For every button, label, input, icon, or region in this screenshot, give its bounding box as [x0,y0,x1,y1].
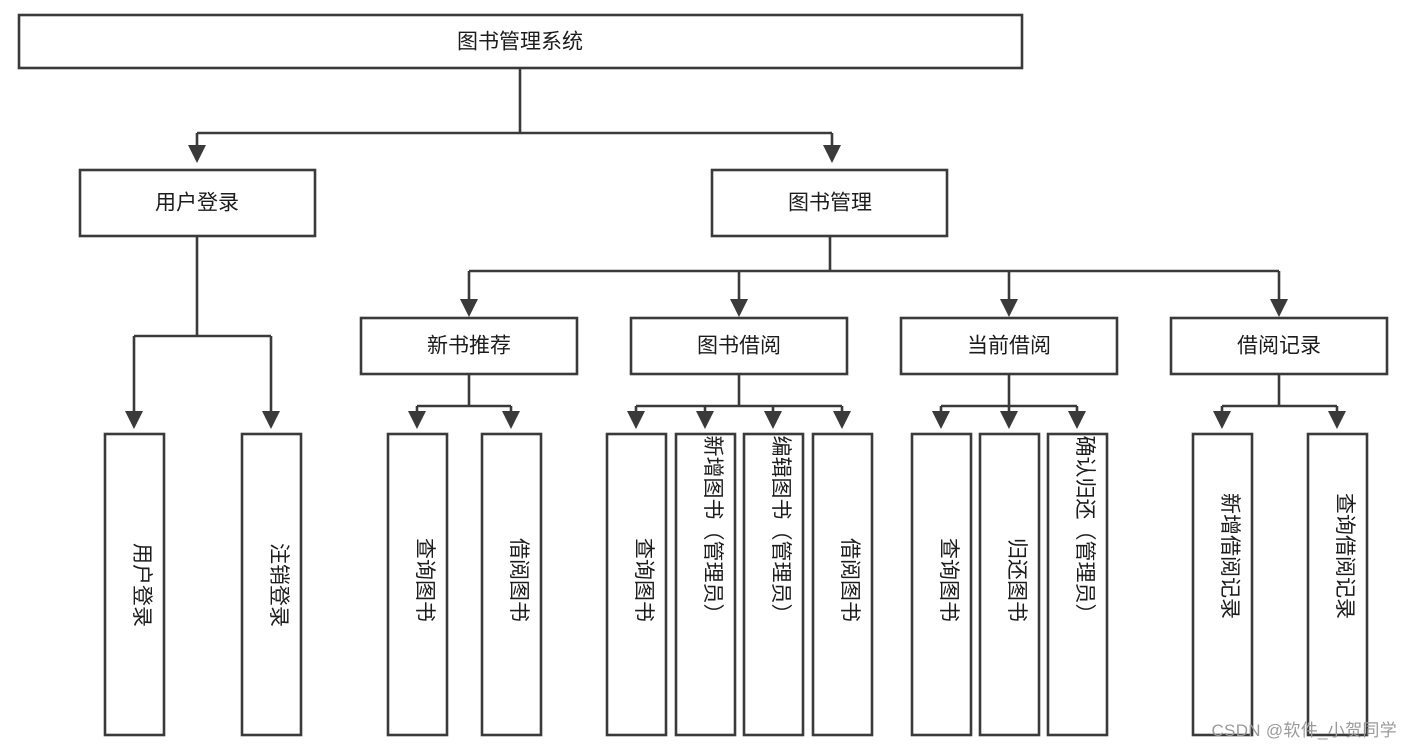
leaf-current-borrow-1-label: 归还图书 [1005,538,1028,622]
node-root-box[interactable] [17,13,1024,70]
leaf-new-book-0-label: 查询图书 [413,538,436,622]
node-current-borrow-label: 当前借阅 [967,335,1051,358]
leaf-node-book-borrow-2[interactable]: 编辑图书（管理员） [742,432,805,737]
node-new-book-recommend-label: 新书推荐 [427,335,511,358]
leaf-user-login-0-box[interactable] [103,432,166,737]
node-root-book-management-system[interactable]: 图书管理系统 [17,13,1024,70]
node-user-login[interactable]: 用户登录 [78,168,317,238]
leaf-user-login-1-box[interactable] [240,432,303,737]
leaf-node-current-borrow-0[interactable]: 查询图书 [910,432,973,737]
leaf-new-book-1-label: 借阅图书 [507,538,530,622]
leaf-book-borrow-0-box[interactable] [605,432,668,737]
leaf-new-book-1-box[interactable] [480,432,543,737]
leaf-node-user-login-1[interactable]: 注销登录 [240,432,303,737]
node-user-login-label: 用户登录 [155,192,239,215]
leaf-current-borrow-1-box[interactable] [978,432,1041,737]
node-book-borrow-label: 图书借阅 [697,335,781,358]
node-root-label: 图书管理系统 [457,31,583,54]
leaf-current-borrow-0-box[interactable] [910,432,973,737]
node-borrow-record-label: 借阅记录 [1237,335,1321,358]
leaf-current-borrow-2-label: 确认归还（管理员） [1073,436,1096,625]
leaf-node-new-book-1[interactable]: 借阅图书 [480,432,543,737]
leaf-borrow-record-1-label: 查询借阅记录 [1333,493,1356,619]
node-new-book-recommend-box[interactable] [359,316,579,376]
leaf-new-book-0-box[interactable] [386,432,449,737]
node-book-management-label: 图书管理 [788,192,872,215]
leaf-current-borrow-0-label: 查询图书 [937,538,960,622]
leaf-book-borrow-2-label: 编辑图书（管理员） [769,436,792,625]
leaf-book-borrow-1-box[interactable] [674,432,737,737]
leaf-user-login-1-label: 注销登录 [267,543,290,627]
leaf-current-borrow-2-box[interactable] [1046,432,1109,737]
leaf-node-current-borrow-1[interactable]: 归还图书 [978,432,1041,737]
node-user-login-box[interactable] [78,168,317,238]
leaf-borrow-record-0-box[interactable] [1191,432,1254,737]
leaf-book-borrow-1-label: 新增图书（管理员） [701,436,724,625]
node-book-borrow[interactable]: 图书借阅 [629,316,849,376]
csdn-watermark: CSDN @软件_小贺同学 [1211,721,1397,740]
leaf-book-borrow-3-label: 借阅图书 [838,538,861,622]
leaf-node-borrow-record-0[interactable]: 新增借阅记录 [1191,432,1254,737]
leaf-node-user-login-0[interactable]: 用户登录 [103,432,166,737]
leaf-node-book-borrow-1[interactable]: 新增图书（管理员） [674,432,737,737]
leaf-book-borrow-3-box[interactable] [811,432,874,737]
leaf-borrow-record-1-box[interactable] [1306,432,1369,737]
node-new-book-recommend[interactable]: 新书推荐 [359,316,579,376]
node-book-borrow-box[interactable] [629,316,849,376]
node-current-borrow-box[interactable] [899,316,1119,376]
leaf-node-current-borrow-2[interactable]: 确认归还（管理员） [1046,432,1109,737]
leaf-node-borrow-record-1[interactable]: 查询借阅记录 [1306,432,1369,737]
node-borrow-record[interactable]: 借阅记录 [1169,316,1389,376]
leaf-borrow-record-0-label: 新增借阅记录 [1218,493,1241,619]
node-book-management[interactable]: 图书管理 [710,168,949,238]
connector-layer [124,68,1347,430]
leaf-book-borrow-2-box[interactable] [742,432,805,737]
leaf-node-book-borrow-0[interactable]: 查询图书 [605,432,668,737]
node-book-management-box[interactable] [710,168,949,238]
leaf-node-book-borrow-3[interactable]: 借阅图书 [811,432,874,737]
leaf-book-borrow-0-label: 查询图书 [632,538,655,622]
leaf-node-new-book-0[interactable]: 查询图书 [386,432,449,737]
leaf-user-login-0-label: 用户登录 [130,543,153,627]
node-current-borrow[interactable]: 当前借阅 [899,316,1119,376]
node-borrow-record-box[interactable] [1169,316,1389,376]
